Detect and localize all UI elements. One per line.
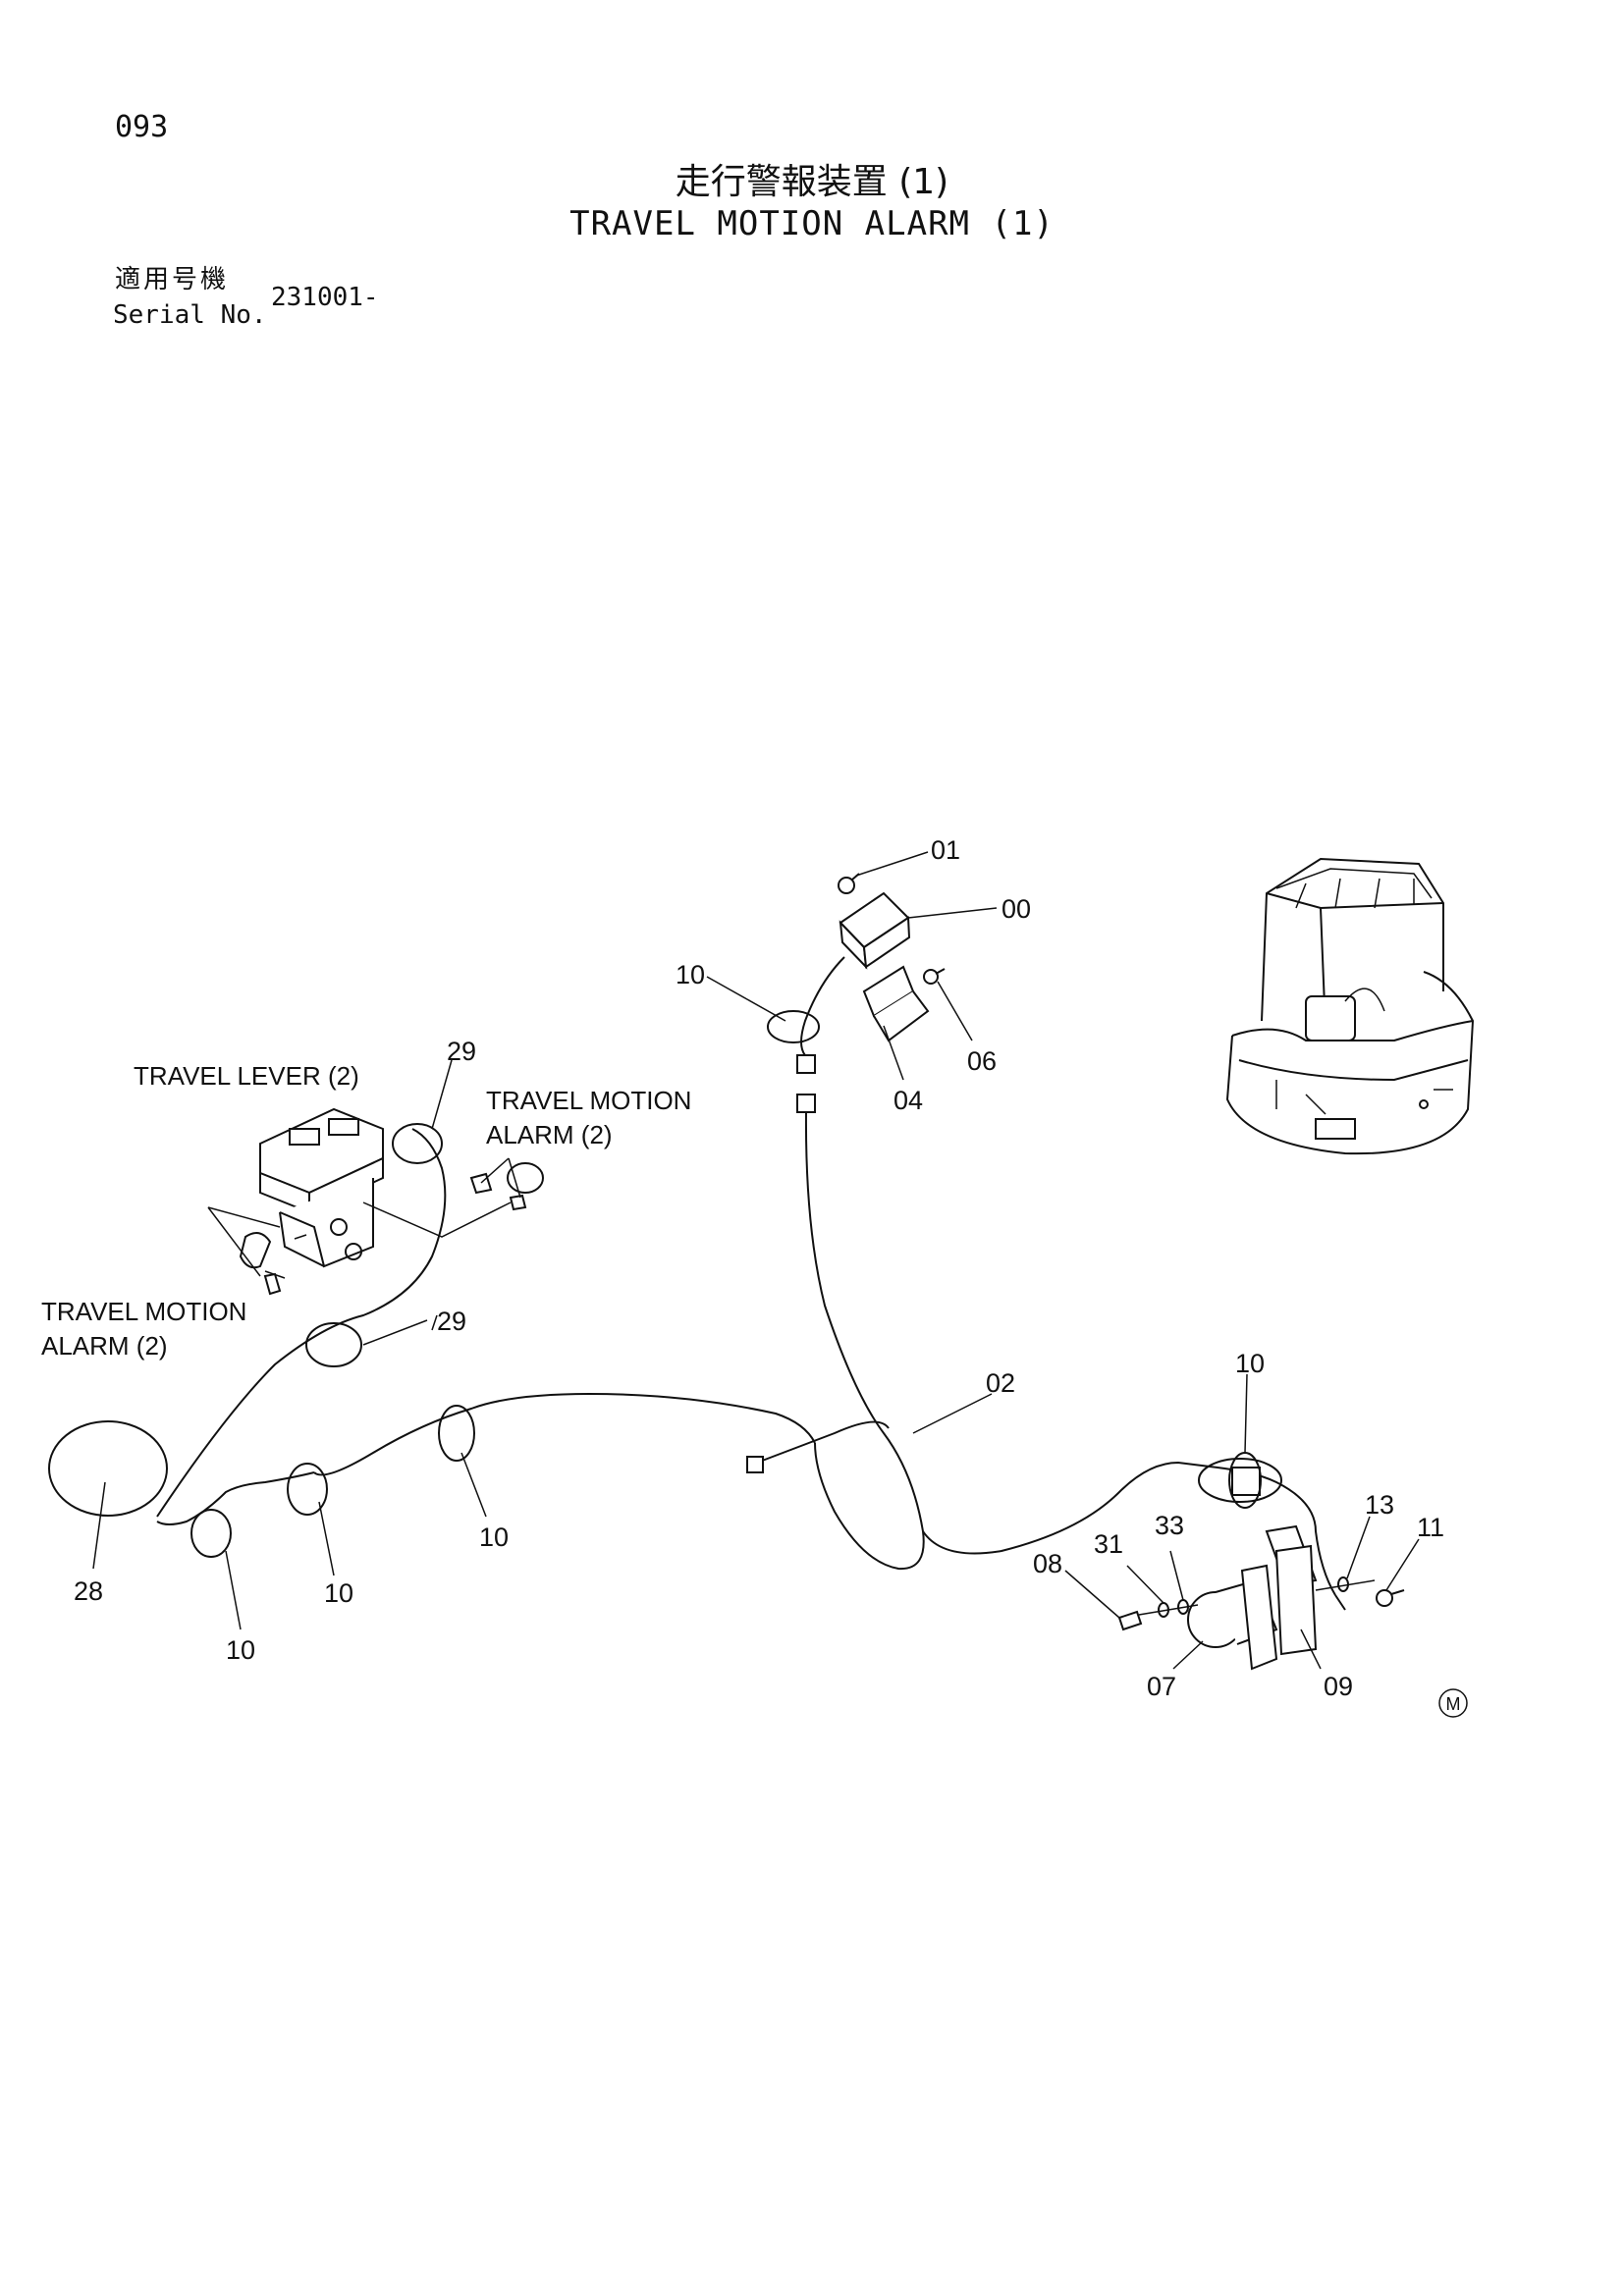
wire-harness-02 — [48, 1111, 1346, 1611]
note-alarm-left-line2: ALARM (2) — [41, 1331, 168, 1361]
callout-06: 06 — [967, 1046, 997, 1076]
note-alarm-right-line1: TRAVEL MOTION — [486, 1086, 691, 1115]
callout-00: 00 — [1001, 894, 1031, 924]
diagram-notes: TRAVEL LEVER (2) TRAVEL MOTION ALARM (2)… — [41, 1061, 691, 1361]
excavator-illustration — [1225, 857, 1475, 1155]
callout-10-right: 10 — [1235, 1349, 1265, 1378]
page-title-english: TRAVEL MOTION ALARM (1) — [569, 204, 1055, 243]
note-travel-lever: TRAVEL LEVER (2) — [134, 1061, 359, 1091]
callout-13: 13 — [1365, 1490, 1394, 1520]
callout-labels: 01 00 10 06 04 29 29 02 10 13 11 31 33 0… — [74, 835, 1444, 1701]
callout-10-b: 10 — [324, 1578, 353, 1608]
clamp-10-a — [190, 1509, 232, 1558]
callout-10-a: 10 — [226, 1635, 255, 1665]
callout-01: 01 — [931, 835, 960, 865]
callout-33: 33 — [1155, 1511, 1184, 1540]
alarm-controller-assembly — [796, 873, 946, 1113]
callout-31: 31 — [1094, 1529, 1123, 1559]
clamp-10-top — [767, 1010, 820, 1043]
clamp-10-c — [438, 1405, 475, 1462]
serial-number-value: 231001- — [271, 283, 379, 312]
callout-11: 11 — [1417, 1513, 1444, 1542]
callout-02: 02 — [986, 1368, 1015, 1398]
callout-29-top: 29 — [447, 1037, 476, 1066]
leader-lines — [92, 851, 1420, 1670]
clamp-29-mid — [305, 1322, 362, 1367]
clamp-29-top — [392, 1123, 443, 1164]
serial-label-english: Serial No. — [113, 300, 267, 330]
note-alarm-left-line1: TRAVEL MOTION — [41, 1297, 246, 1326]
travel-lever-valve — [239, 1107, 544, 1296]
callout-28: 28 — [74, 1576, 103, 1606]
callout-09: 09 — [1324, 1672, 1353, 1701]
callout-08: 08 — [1033, 1549, 1062, 1578]
callout-04: 04 — [893, 1086, 923, 1115]
circled-m-letter: M — [1446, 1694, 1461, 1714]
note-alarm-right-line2: ALARM (2) — [486, 1120, 613, 1149]
circled-m-mark: M — [1438, 1688, 1468, 1718]
callout-07: 07 — [1147, 1672, 1176, 1701]
page-number: 093 — [115, 110, 169, 144]
callout-29-mid: 29 — [437, 1307, 466, 1336]
clamp-10-b — [287, 1463, 328, 1516]
serial-label-japanese: 適用号機 — [115, 265, 230, 294]
callout-10-top: 10 — [676, 960, 705, 989]
page-title-japanese: 走行警報装置 (1) — [675, 162, 949, 202]
buzzer-assembly — [1117, 1458, 1405, 1671]
callout-10-c: 10 — [479, 1522, 509, 1552]
